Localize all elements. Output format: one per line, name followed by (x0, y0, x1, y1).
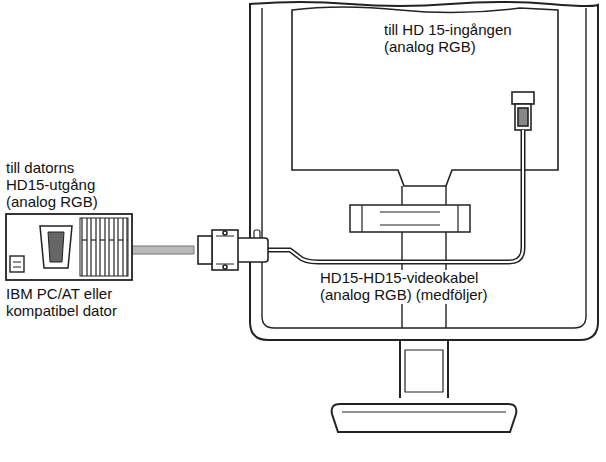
monitor-input-connector (512, 92, 534, 130)
cable-label: HD15-HD15-videokabel (analog RGB) (medfö… (318, 270, 512, 304)
connector-label: till datorns HD15-utgång (analog RGB) (6, 160, 116, 210)
video-cable (268, 130, 523, 262)
computer-box (6, 214, 132, 280)
video-cable-core (268, 130, 523, 262)
hd15-plug (198, 230, 268, 270)
device-label: IBM PC/AT eller kompatibel dator (6, 286, 146, 320)
connector-label: till HD 15-ingången (analog RGB) (384, 22, 552, 56)
monitor-rear (250, 2, 598, 432)
